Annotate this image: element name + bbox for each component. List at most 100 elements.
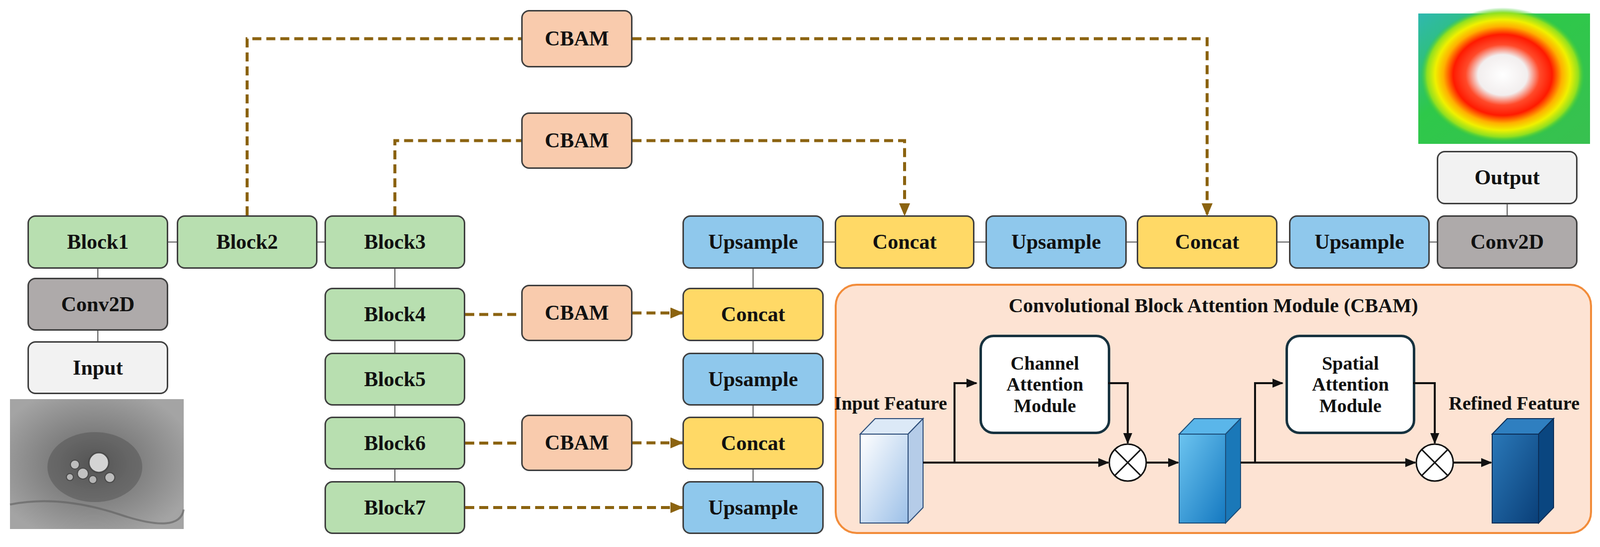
encoder-block: Block5 (324, 352, 466, 406)
concat-block: Concat (834, 215, 975, 269)
node-label: Input (68, 355, 127, 379)
attention-block: CBAM (521, 414, 633, 471)
flow-line (1126, 241, 1137, 243)
node-label: Block2 (212, 230, 283, 254)
image-drusen (88, 475, 97, 484)
node-label: Block1 (62, 230, 133, 254)
multiply-cross (1114, 449, 1141, 476)
image-vessel (9, 500, 184, 523)
encoder-block: Block6 (324, 416, 466, 470)
skip-connection (465, 505, 683, 509)
output-heatmap (1418, 7, 1591, 144)
input-image (9, 398, 184, 529)
flow-line (317, 241, 325, 243)
concat-block: Concat (1136, 215, 1278, 269)
cube-top (860, 418, 924, 434)
node-label: CBAM (540, 26, 613, 50)
skip-connection (465, 441, 522, 445)
image-drusen (77, 467, 89, 479)
flow-arrow (1453, 461, 1492, 464)
node-label: CBAM (540, 430, 613, 454)
cube-front (860, 433, 909, 523)
attention-block: CBAM (521, 9, 633, 68)
upsample-block: Upsample (1288, 215, 1430, 269)
upsample-block: Upsample (985, 215, 1127, 269)
flow-line (752, 268, 754, 288)
node-label: CBAM (540, 301, 613, 324)
flow-arrow (923, 461, 1109, 464)
node-label: Upsample (1007, 230, 1106, 254)
io-block: Output (1436, 150, 1578, 205)
skip-connection (632, 140, 905, 216)
image-drusen (66, 473, 74, 481)
flow-line (97, 330, 99, 341)
upsample-block: Upsample (682, 480, 824, 534)
flow-line (752, 405, 754, 417)
node-label: Conv2D (56, 292, 139, 316)
flow-line (394, 469, 396, 481)
concat-block: Concat (682, 287, 824, 341)
cube-side (1225, 418, 1241, 523)
node-label: Concat (716, 431, 789, 455)
node-label: Block5 (359, 367, 430, 391)
cube-front (1492, 433, 1539, 523)
feature-label: Input Feature (834, 391, 948, 414)
image-background (9, 398, 184, 529)
flow-line (1429, 241, 1437, 243)
encoder-block: Block1 (27, 215, 169, 269)
flow-arrow (1255, 382, 1283, 463)
node-label: Block6 (359, 431, 430, 455)
conv-block: Conv2D (27, 277, 169, 331)
node-label: Concat (716, 302, 789, 326)
image-drusen (70, 459, 80, 469)
node-label: Block4 (359, 302, 430, 326)
flow-arrow (1108, 382, 1128, 443)
flow-arrow (1146, 461, 1179, 464)
skip-connection (465, 313, 522, 317)
flow-line (394, 405, 396, 417)
node-label: Upsample (704, 230, 803, 254)
node-label: CBAM (540, 128, 613, 152)
node-label: Upsample (1310, 230, 1409, 254)
io-block: Input (27, 340, 169, 394)
encoder-block: Block3 (324, 215, 466, 269)
cube-top (1492, 418, 1554, 434)
cube-front (1179, 433, 1226, 523)
conv-block: Conv2D (1436, 215, 1578, 269)
image-drusen (88, 452, 109, 473)
skip-connection (247, 38, 522, 216)
node-label: Upsample (704, 495, 803, 519)
node-label: Block3 (359, 230, 430, 254)
cbam-illustration (860, 382, 1554, 523)
flow-line (394, 340, 396, 353)
module-box: Channel Attention Module (979, 334, 1111, 434)
upsample-block: Upsample (682, 215, 824, 269)
multiply-circle (1416, 443, 1454, 481)
multiply-symbol (1109, 443, 1147, 481)
multiply-cross (1421, 449, 1448, 476)
skip-connection (394, 140, 522, 216)
flow-line (97, 268, 99, 278)
flow-arrow (1240, 461, 1416, 464)
multiply-symbol (1416, 443, 1454, 481)
heatmap-blob (1420, 7, 1586, 143)
node-label: Concat (1171, 230, 1244, 254)
concat-block: Concat (682, 416, 824, 470)
attention-block: CBAM (521, 284, 633, 341)
image-lesion (47, 431, 143, 502)
node-label: Upsample (704, 367, 803, 391)
skip-connection (632, 441, 683, 445)
cube-side (908, 418, 924, 523)
flow-line (823, 241, 835, 243)
flow-arrow (954, 382, 977, 463)
flow-line (752, 469, 754, 481)
flow-arrow (1413, 382, 1435, 443)
connector-layer (97, 38, 1508, 508)
multiply-circle (1109, 443, 1147, 481)
encoder-block: Block4 (324, 287, 466, 341)
flow-line (974, 241, 986, 243)
upsample-block: Upsample (682, 352, 824, 406)
module-box: Spatial Attention Module (1285, 334, 1416, 434)
